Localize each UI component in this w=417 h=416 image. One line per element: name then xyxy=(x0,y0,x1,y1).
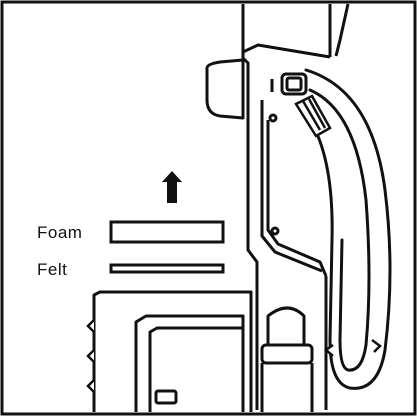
handle-clip xyxy=(205,58,308,120)
filter-housing xyxy=(92,290,253,412)
hose-connector xyxy=(294,94,332,138)
release-latch xyxy=(260,306,314,412)
up-arrow-icon xyxy=(162,171,182,203)
felt-label: Felt xyxy=(37,260,68,279)
foam-label: Foam xyxy=(37,223,83,242)
vacuum-body xyxy=(241,3,350,410)
hose-loop xyxy=(304,68,392,390)
housing-ribs xyxy=(86,319,95,393)
foam-filter xyxy=(109,220,225,244)
cord-hooks xyxy=(323,339,382,357)
felt-filter xyxy=(109,263,225,274)
